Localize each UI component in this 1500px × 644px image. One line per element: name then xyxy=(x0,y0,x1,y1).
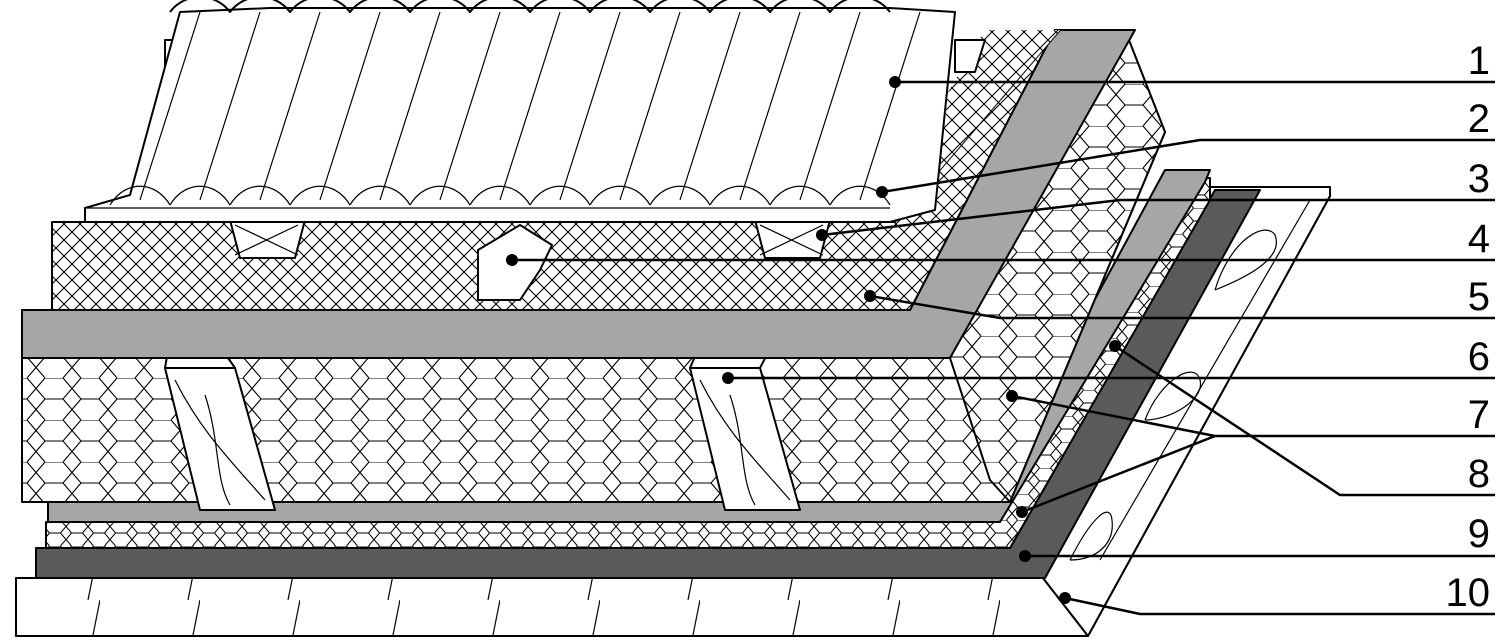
callout-numbers: 1 2 3 4 5 6 7 8 9 10 xyxy=(1446,39,1491,615)
label-10: 10 xyxy=(1446,571,1491,615)
leader-3 xyxy=(821,198,1495,237)
leader-10 xyxy=(1064,596,1495,616)
layer-1-tile-roof xyxy=(84,0,956,223)
label-5: 5 xyxy=(1468,275,1490,319)
leader-9a xyxy=(1114,344,1495,497)
leader-8 xyxy=(1021,434,1216,514)
label-8: 8 xyxy=(1468,452,1490,496)
label-4: 4 xyxy=(1468,217,1490,261)
label-6: 6 xyxy=(1468,335,1490,379)
label-7: 7 xyxy=(1468,393,1490,437)
leader-lines xyxy=(512,80,1495,616)
label-1: 1 xyxy=(1468,39,1490,83)
label-9: 9 xyxy=(1468,512,1490,556)
label-2: 2 xyxy=(1468,97,1490,141)
leader-5 xyxy=(869,294,1495,320)
label-3: 3 xyxy=(1468,157,1490,201)
leader-2 xyxy=(881,138,1495,194)
leader-dots xyxy=(506,76,1121,604)
